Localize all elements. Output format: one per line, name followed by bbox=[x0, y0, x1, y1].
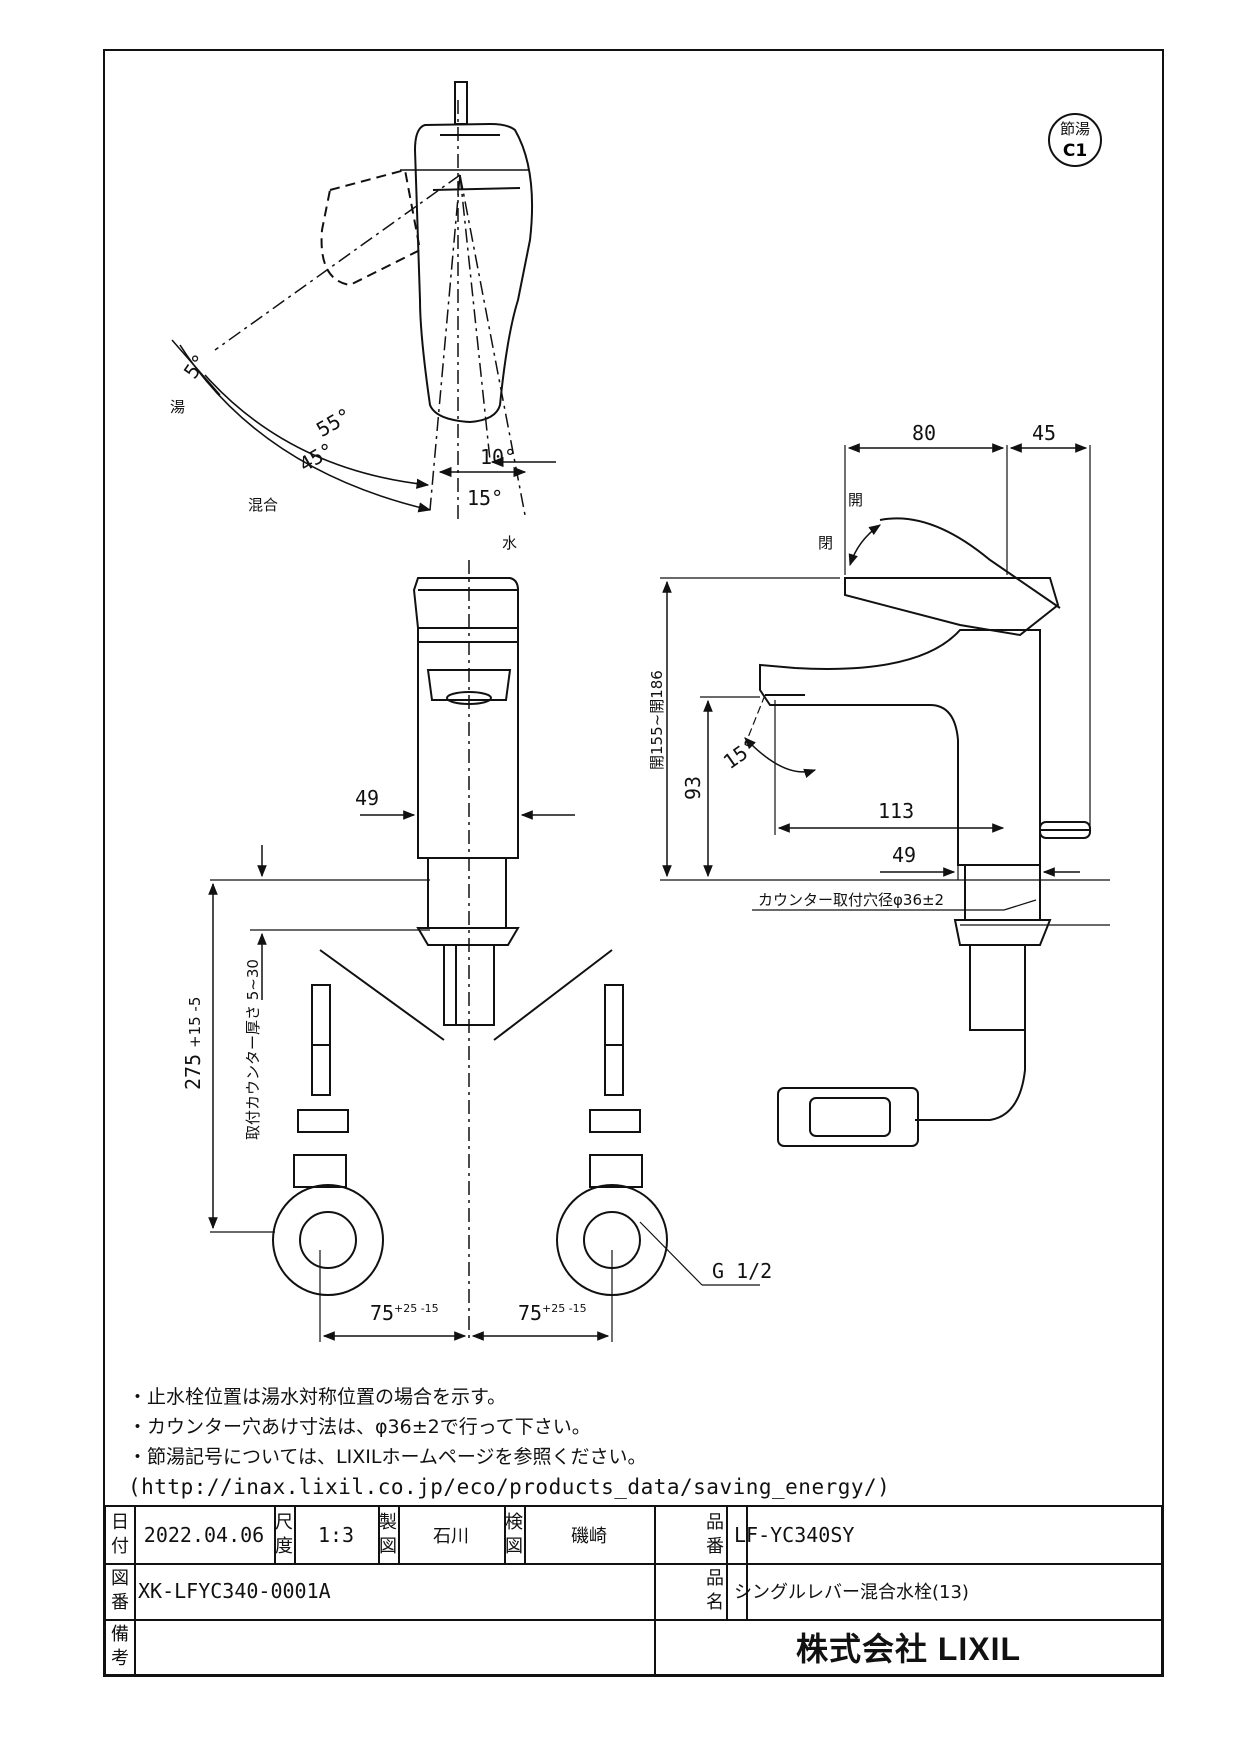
note-url: (http://inax.lixil.co.jp/eco/products_da… bbox=[128, 1475, 891, 1499]
top-view-labels: 湯 混合 水 5° 55° 45° 10° 15° bbox=[170, 349, 517, 552]
remarks-label: 備考 bbox=[111, 1624, 129, 1669]
svg-text:113: 113 bbox=[878, 799, 914, 823]
svg-text:取付カウンター厚さ 5~30: 取付カウンター厚さ 5~30 bbox=[244, 959, 262, 1140]
side-view bbox=[660, 443, 1110, 1147]
svg-text:93: 93 bbox=[681, 776, 705, 800]
svg-text:75: 75 bbox=[370, 1301, 394, 1325]
front-view-labels: 49 275 +15 -5 取付カウンター厚さ 5~30 75 +25 -15 … bbox=[181, 786, 772, 1325]
checked-by: 磯崎 bbox=[571, 1526, 607, 1547]
svg-text:カウンター取付穴径φ36±2: カウンター取付穴径φ36±2 bbox=[758, 891, 944, 909]
front-view bbox=[208, 560, 760, 1342]
checked-label: 検図 bbox=[505, 1512, 523, 1557]
company-name: 株式会社 LIXIL bbox=[795, 1631, 1022, 1667]
svg-text:49: 49 bbox=[355, 786, 379, 810]
svg-text:275: 275 bbox=[181, 1054, 205, 1090]
svg-text:15°: 15° bbox=[467, 486, 503, 510]
drawing-number: XK-LFYC340-0001A bbox=[138, 1579, 331, 1603]
note-2: ・カウンター穴あけ寸法は、φ36±2で行って下さい。 bbox=[128, 1416, 591, 1438]
drawing-no-label: 図番 bbox=[111, 1568, 129, 1613]
svg-text:湯: 湯 bbox=[170, 398, 185, 416]
model-label: 品番 bbox=[706, 1512, 724, 1557]
title-block: 日付 2022.04.06 尺度 1:3 製図 石川 検図 磯崎 品番 LF-Y… bbox=[104, 1505, 1163, 1676]
svg-text:55°: 55° bbox=[312, 403, 355, 442]
svg-text:10°: 10° bbox=[480, 445, 516, 469]
svg-text:49: 49 bbox=[892, 843, 916, 867]
svg-text:45: 45 bbox=[1032, 421, 1056, 445]
svg-text:水: 水 bbox=[502, 534, 517, 552]
svg-text:15°: 15° bbox=[719, 734, 762, 774]
top-view bbox=[171, 81, 556, 520]
scale-value: 1:3 bbox=[317, 1523, 355, 1547]
name-label: 品名 bbox=[706, 1568, 724, 1613]
svg-text:45°: 45° bbox=[295, 438, 338, 477]
svg-text:C1: C1 bbox=[1063, 141, 1087, 161]
note-1: ・止水栓位置は湯水対称位置の場合を示す。 bbox=[128, 1386, 507, 1408]
scale-label: 尺度 bbox=[275, 1512, 293, 1557]
product-name: シングルレバー混合水栓(13) bbox=[734, 1582, 969, 1603]
note-3: ・節湯記号については、LIXILホームページを参照ください。 bbox=[128, 1446, 647, 1468]
svg-text:+25 -15: +25 -15 bbox=[542, 1302, 587, 1315]
remarks-value bbox=[136, 1619, 654, 1675]
svg-text:75: 75 bbox=[518, 1301, 542, 1325]
drawing-frame bbox=[103, 49, 1164, 1677]
side-view-labels: 80 45 開 閉 開155~開186 93 15° 113 49 カウンター取… bbox=[648, 421, 1056, 909]
svg-text:節湯: 節湯 bbox=[1060, 120, 1090, 138]
drawn-label: 製図 bbox=[379, 1512, 397, 1557]
date-label: 日付 bbox=[111, 1512, 129, 1557]
svg-text:閉: 閉 bbox=[818, 534, 833, 552]
notes: ・止水栓位置は湯水対称位置の場合を示す。 ・カウンター穴あけ寸法は、φ36±2で… bbox=[128, 1382, 1108, 1502]
model-number: LF-YC340SY bbox=[734, 1523, 855, 1547]
svg-text:開155~開186: 開155~開186 bbox=[648, 670, 666, 770]
svg-text:混合: 混合 bbox=[248, 496, 278, 514]
water-saving-badge: 節湯 C1 bbox=[1048, 113, 1102, 167]
svg-text:+25 -15: +25 -15 bbox=[394, 1302, 439, 1315]
svg-text:開: 開 bbox=[848, 491, 863, 509]
svg-text:+15 -5: +15 -5 bbox=[186, 997, 204, 1048]
svg-text:G 1/2: G 1/2 bbox=[712, 1259, 772, 1283]
drawn-by: 石川 bbox=[433, 1526, 469, 1547]
date-value: 2022.04.06 bbox=[143, 1523, 265, 1547]
svg-text:80: 80 bbox=[912, 421, 936, 445]
